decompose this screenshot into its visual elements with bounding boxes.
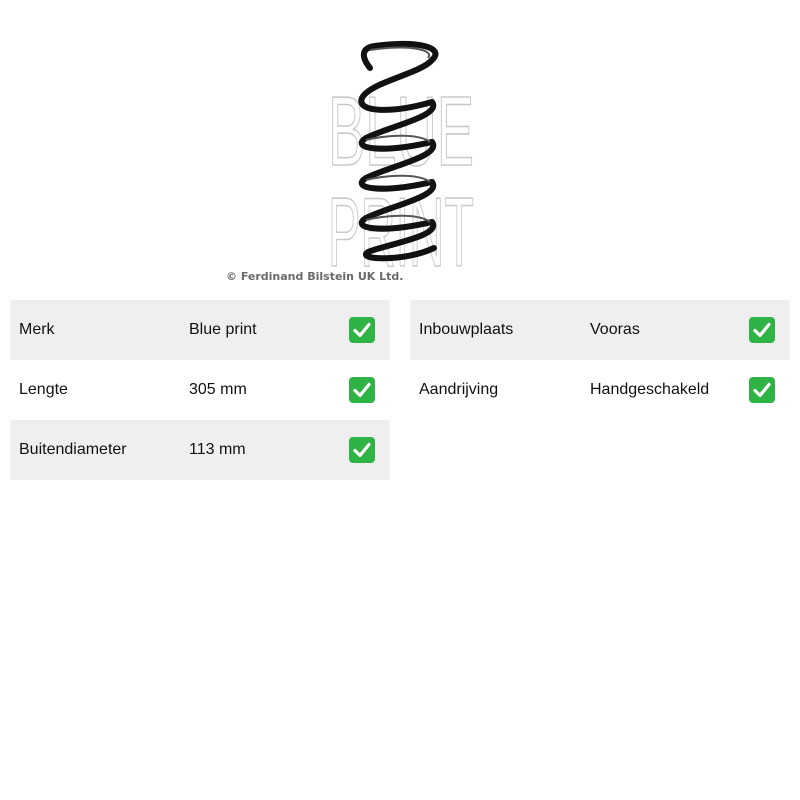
spring-coils [358,41,439,262]
coil-spring-image: BLUE PRINT [327,41,475,288]
copyright-notice: © Ferdinand Bilstein UK Ltd. [226,270,404,283]
spec-row-buitendiameter: Buitendiameter 113 mm [10,420,390,480]
spec-value: 113 mm [189,441,246,458]
spring-highlights [365,46,431,223]
spec-table-right: Inbouwplaats Vooras Aandrijving Handgesc… [410,300,790,420]
product-image: BLUE PRINT [220,30,490,290]
spec-label: Merk [19,321,55,338]
spec-row-aandrijving: Aandrijving Handgeschakeld [410,360,790,420]
check-mark-icon [749,377,775,403]
check-mark-icon [349,377,375,403]
check-mark-icon [749,317,775,343]
spec-value: Handgeschakeld [590,381,710,398]
check-mark-icon [349,437,375,463]
spec-label: Buitendiameter [19,441,127,458]
svg-text:BLUE: BLUE [328,76,474,186]
spec-value: 305 mm [189,381,247,398]
spec-row-inbouwplaats: Inbouwplaats Vooras [410,300,790,360]
brand-watermark-logo: BLUE PRINT [327,75,475,288]
spec-row-merk: Merk Blue print [10,300,390,360]
spec-value: Blue print [189,321,257,338]
spec-row-lengte: Lengte 305 mm [10,360,390,420]
spec-label: Inbouwplaats [419,321,514,338]
spec-label: Aandrijving [419,381,499,398]
svg-text:PRINT: PRINT [328,177,474,287]
check-mark-icon [349,317,375,343]
spec-value: Vooras [590,321,640,338]
spec-label: Lengte [19,381,68,398]
spec-table-left: Merk Blue print Lengte 305 mm Buitendiam… [10,300,390,480]
